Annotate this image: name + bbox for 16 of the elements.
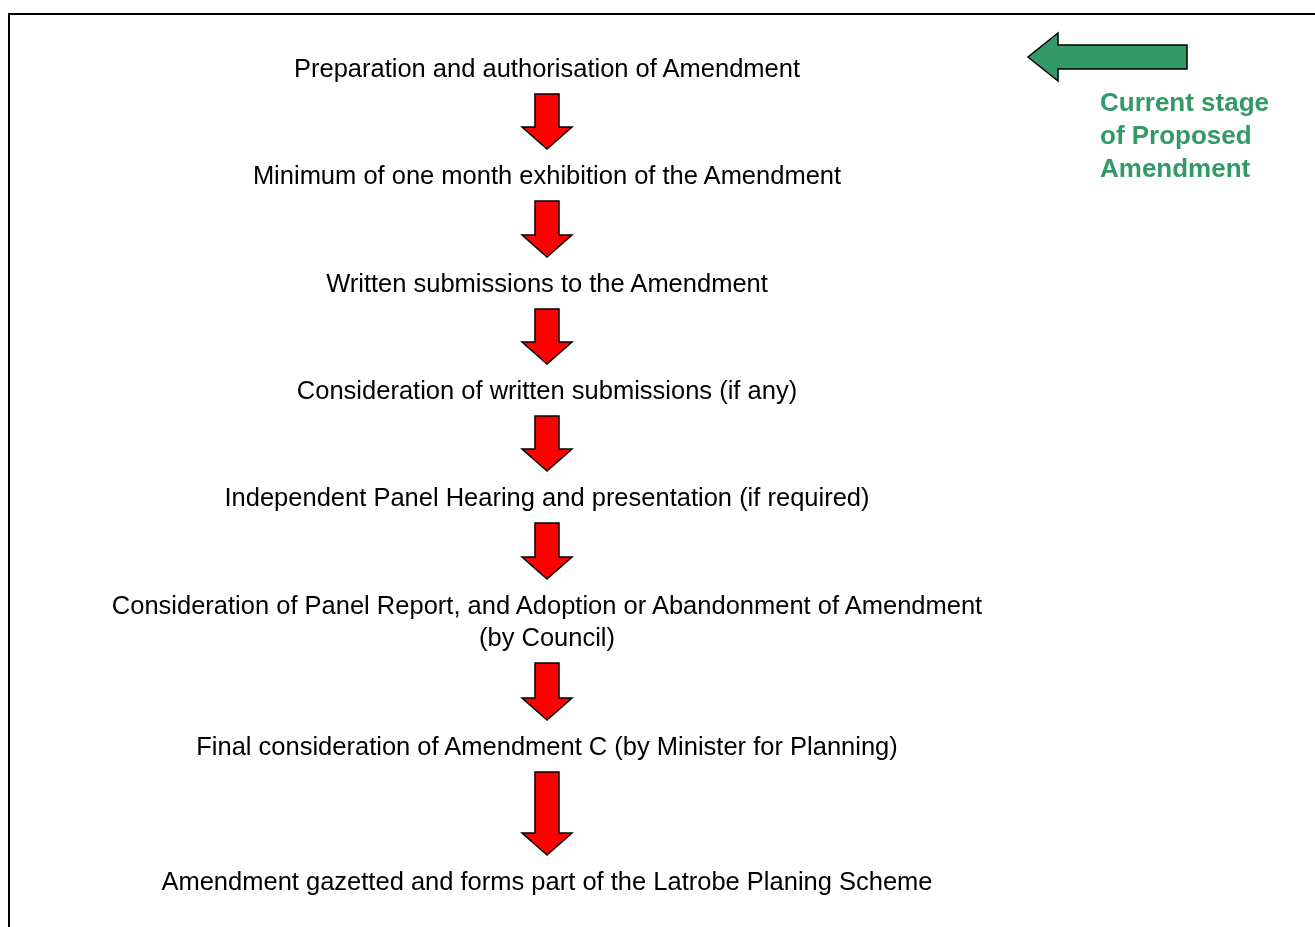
step-text: Final consideration of Amendment C (by Minister for Planning) [195,731,899,762]
flow-arrow [520,522,574,580]
step-text: Minimum of one month exhibition of the Amendment [251,160,843,191]
stage-note: Current stage of Proposed Amendment [1100,86,1271,185]
flow-arrow [520,93,574,150]
step-text: Independent Panel Hearing and presentation (if required) [223,482,871,513]
step-text: Consideration of written submissions (if any) [295,375,799,406]
flow-arrow [520,308,574,365]
step-text: Written submissions to the Amendment [325,268,769,299]
step-text: Preparation and authorisation of Amendment [292,53,802,84]
flow-arrow [520,662,574,721]
flow-arrow [520,200,574,258]
step-text: Amendment gazetted and forms part of the Latrobe Planing Scheme [160,866,934,897]
flow-arrow [520,771,574,856]
flow-arrow [520,415,574,472]
step-text: Consideration of Panel Report, and Adoption or Abandonment of Amendment (by Council) [110,590,984,653]
